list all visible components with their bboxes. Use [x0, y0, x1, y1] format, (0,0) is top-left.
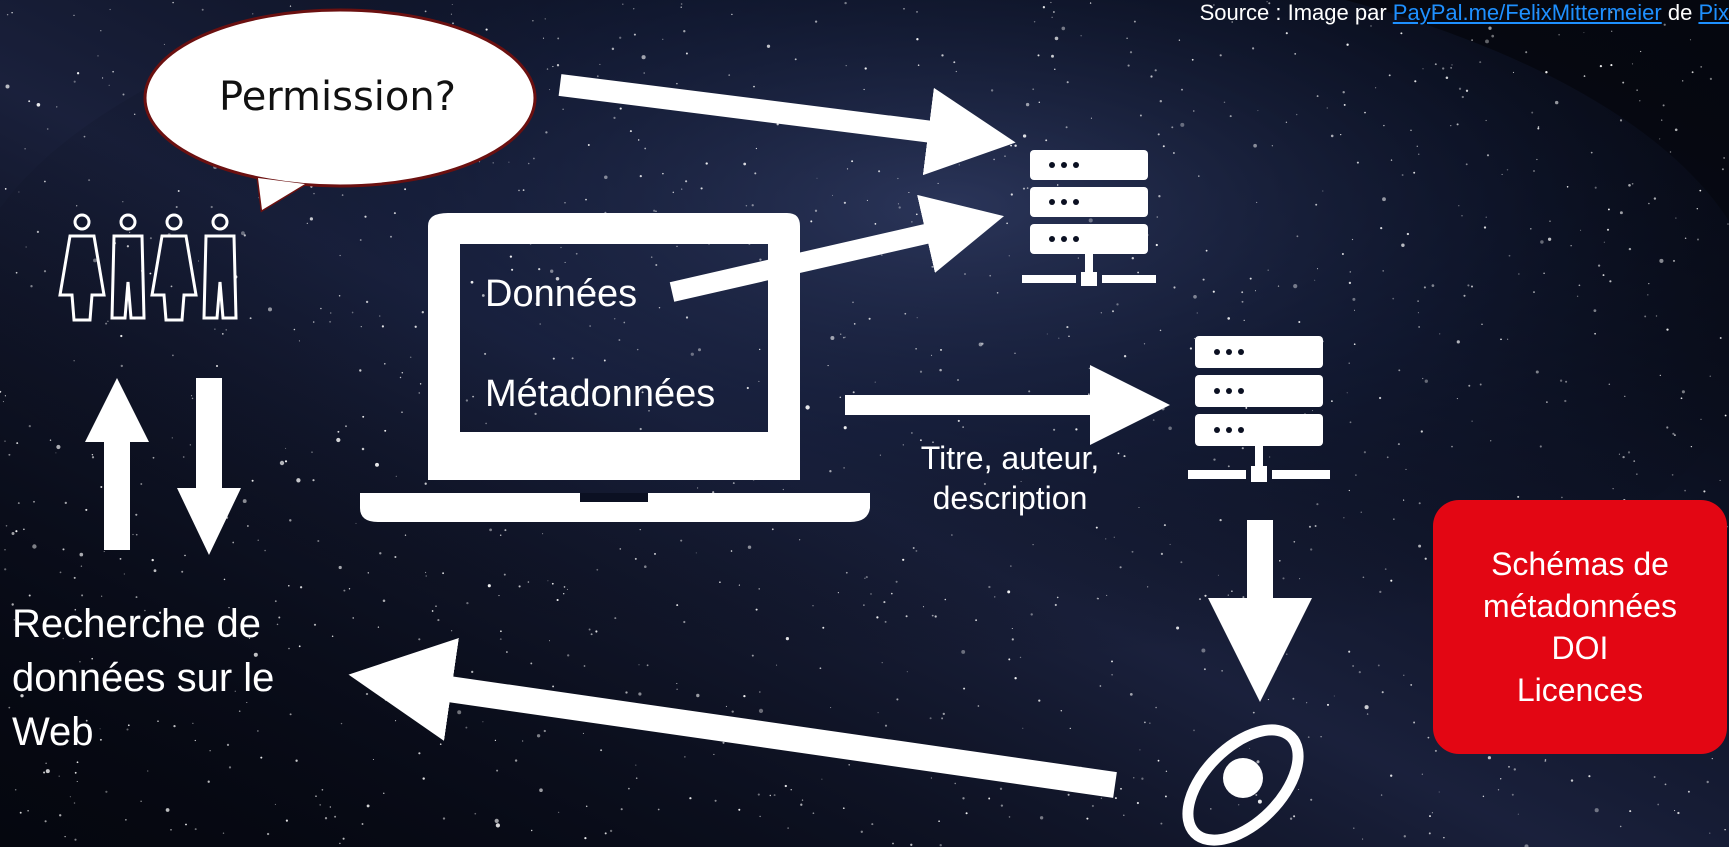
people-icon — [58, 213, 238, 322]
donnees-label: Données — [485, 273, 638, 315]
permission-arrow — [558, 74, 1016, 176]
info-line-4: Licences — [1516, 672, 1644, 708]
server-icon — [1022, 150, 1156, 286]
metadata-info-box: Schémas de métadonnées DOI Licences — [1433, 500, 1727, 754]
search-line-3: Web — [12, 710, 94, 754]
search-line-1: Recherche de — [12, 602, 262, 646]
speech-bubble-icon — [143, 8, 537, 213]
down-arrow — [177, 378, 241, 555]
site-link[interactable]: Pix — [1698, 0, 1729, 25]
source-middle: de — [1661, 0, 1699, 25]
metadata-caption: Titre, auteur, description — [880, 438, 1140, 518]
permission-text: Permission? — [219, 74, 456, 120]
source-prefix: Source : Image par — [1199, 0, 1393, 25]
up-arrow — [85, 378, 149, 550]
data-upload-arrow — [669, 194, 1004, 302]
metadonnees-label: Métadonnées — [485, 373, 716, 415]
web-search-label: Recherche de données sur le Web — [12, 597, 342, 759]
caption-line-2: description — [932, 480, 1088, 516]
laptop-icon — [360, 213, 870, 522]
search-line-2: données sur le — [12, 656, 275, 700]
author-link[interactable]: PayPal.me/FelixMittermeier — [1392, 0, 1662, 25]
server-icon — [1188, 336, 1330, 482]
caption-line-1: Titre, auteur, — [920, 440, 1100, 476]
info-line-3: DOI — [1551, 630, 1609, 666]
discovery-arrow — [348, 637, 1117, 798]
info-line-2: métadonnées — [1483, 588, 1677, 624]
planet-icon — [1182, 724, 1304, 846]
source-credit: Source : Image par PayPal.me/FelixMitter… — [1200, 0, 1729, 26]
info-line-1: Schémas de — [1491, 546, 1669, 582]
